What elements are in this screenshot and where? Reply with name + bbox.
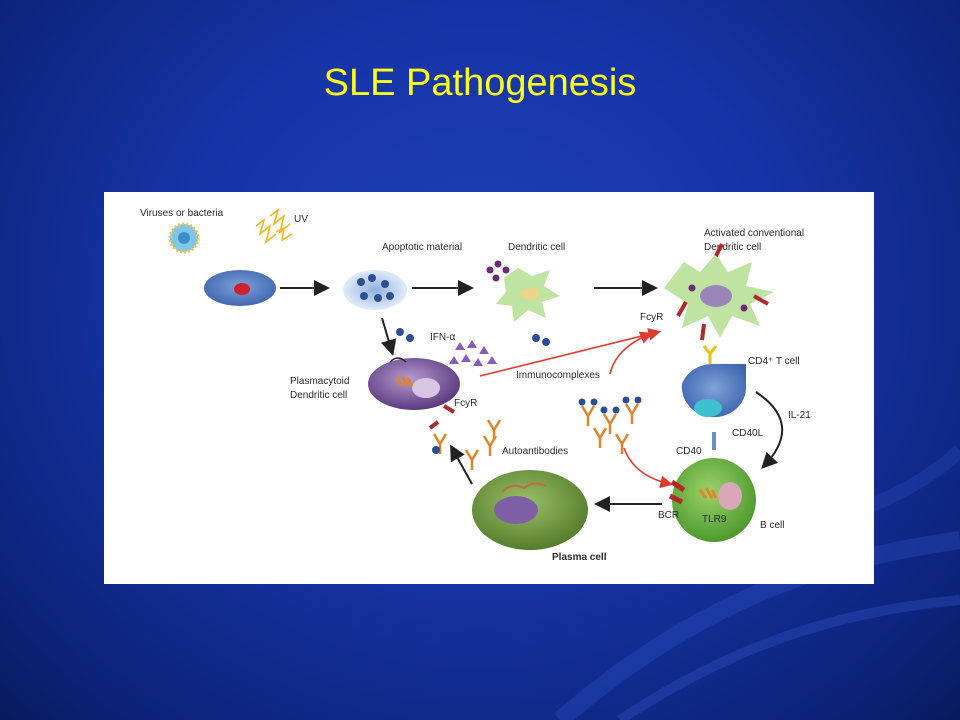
dendritic-cell-icon <box>486 260 560 346</box>
arrow-apoptotic-to-pdc <box>380 317 397 356</box>
viruses-label: Viruses or bacteria <box>140 208 224 219</box>
ifn-label: IFN-α <box>430 332 455 343</box>
il21-label: IL-21 <box>788 410 811 421</box>
tcr-receptor-icon <box>702 345 718 364</box>
ifn-alpha-icon <box>449 340 497 366</box>
arrow-immunocomplex-to-activated <box>609 331 653 375</box>
fcyr-top-label: FcyR <box>640 312 663 323</box>
debris-dot <box>406 334 414 342</box>
cd40-label: CD40 <box>676 446 702 457</box>
cd4-t-cell-icon <box>681 364 746 418</box>
activated-label-line2: Dendritic cell <box>704 242 761 253</box>
apoptotic-material-icon <box>343 270 407 310</box>
arrow-plasma-to-autoantibodies <box>450 444 473 485</box>
fcyr-left-label: FcyR <box>454 398 477 409</box>
apoptotic-label: Apoptotic material <box>382 242 462 253</box>
arrow-immunocomplex-to-bcell <box>623 447 674 489</box>
virus-icon <box>168 222 200 254</box>
tlr9-label: TLR9 <box>702 514 727 525</box>
autoantibodies-label: Autoantibodies <box>502 446 568 457</box>
activated-dendritic-cell-icon <box>664 243 774 341</box>
plasma-label: Plasma cell <box>552 552 607 563</box>
slide-title: SLE Pathogenesis <box>323 62 637 104</box>
plasmacytoid-label-line1: Plasmacytoid <box>290 376 349 387</box>
uv-rays-icon <box>255 207 293 245</box>
plasmacytoid-label-line2: Dendritic cell <box>290 390 347 401</box>
fcyr-receptor-left-icon <box>428 420 440 454</box>
plasmacytoid-dendritic-cell-icon <box>368 357 460 414</box>
bcell-label: B cell <box>760 520 784 531</box>
immunocomplexes-icon <box>580 403 640 454</box>
arrow-il21 <box>755 391 784 469</box>
apoptotic-cell-icon <box>204 270 276 306</box>
plasma-cell-icon <box>472 470 588 550</box>
cd4-label: CD4⁺ T cell <box>748 356 800 367</box>
immunocomplexes-label: Immunocomplexes <box>516 370 600 381</box>
b-cell-icon <box>668 458 756 542</box>
debris-dot <box>396 328 404 336</box>
sle-pathogenesis-diagram: Viruses or bacteria UV Apoptotic materia… <box>140 207 811 563</box>
arrow-pdc-to-activated <box>479 328 662 377</box>
bcr-label: BCR <box>658 510 679 521</box>
activated-label-line1: Activated conventional <box>704 228 804 239</box>
uv-label: UV <box>294 214 308 225</box>
cd40l-label: CD40L <box>732 428 764 439</box>
immunocomplex-antigen-dots <box>578 396 642 414</box>
autoantibodies-icon <box>432 419 502 470</box>
diagram-panel: Viruses or bacteria UV Apoptotic materia… <box>104 192 874 584</box>
dendritic-label: Dendritic cell <box>508 242 565 253</box>
